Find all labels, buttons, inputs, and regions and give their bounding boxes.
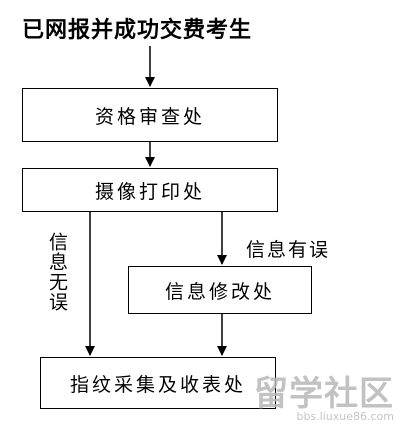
node-photo-label: 摄像打印处 [94,180,205,203]
watermark: 留学社区 bbs.liuxue86.com [254,377,394,422]
node-fingerprint-label: 指纹采集及收表处 [69,373,246,396]
watermark-url: bbs.liuxue86.com [296,410,394,423]
node-qualification-review: 资格审查处 [22,88,278,142]
node-info-correction: 信息修改处 [128,266,312,314]
node-correction-label: 信息修改处 [164,280,275,303]
watermark-text: 留学社区 [254,374,394,414]
flowchart-title: 已网报并成功交费考生 [22,18,253,43]
node-fingerprint-collection: 指纹采集及收表处 [40,357,276,409]
node-qualification-label: 资格审查处 [94,105,205,128]
edge-label-has-error: 信息有误 [246,239,331,261]
node-photo-print: 摄像打印处 [22,168,278,212]
edge-label-no-error: 信息无误 [46,232,68,312]
